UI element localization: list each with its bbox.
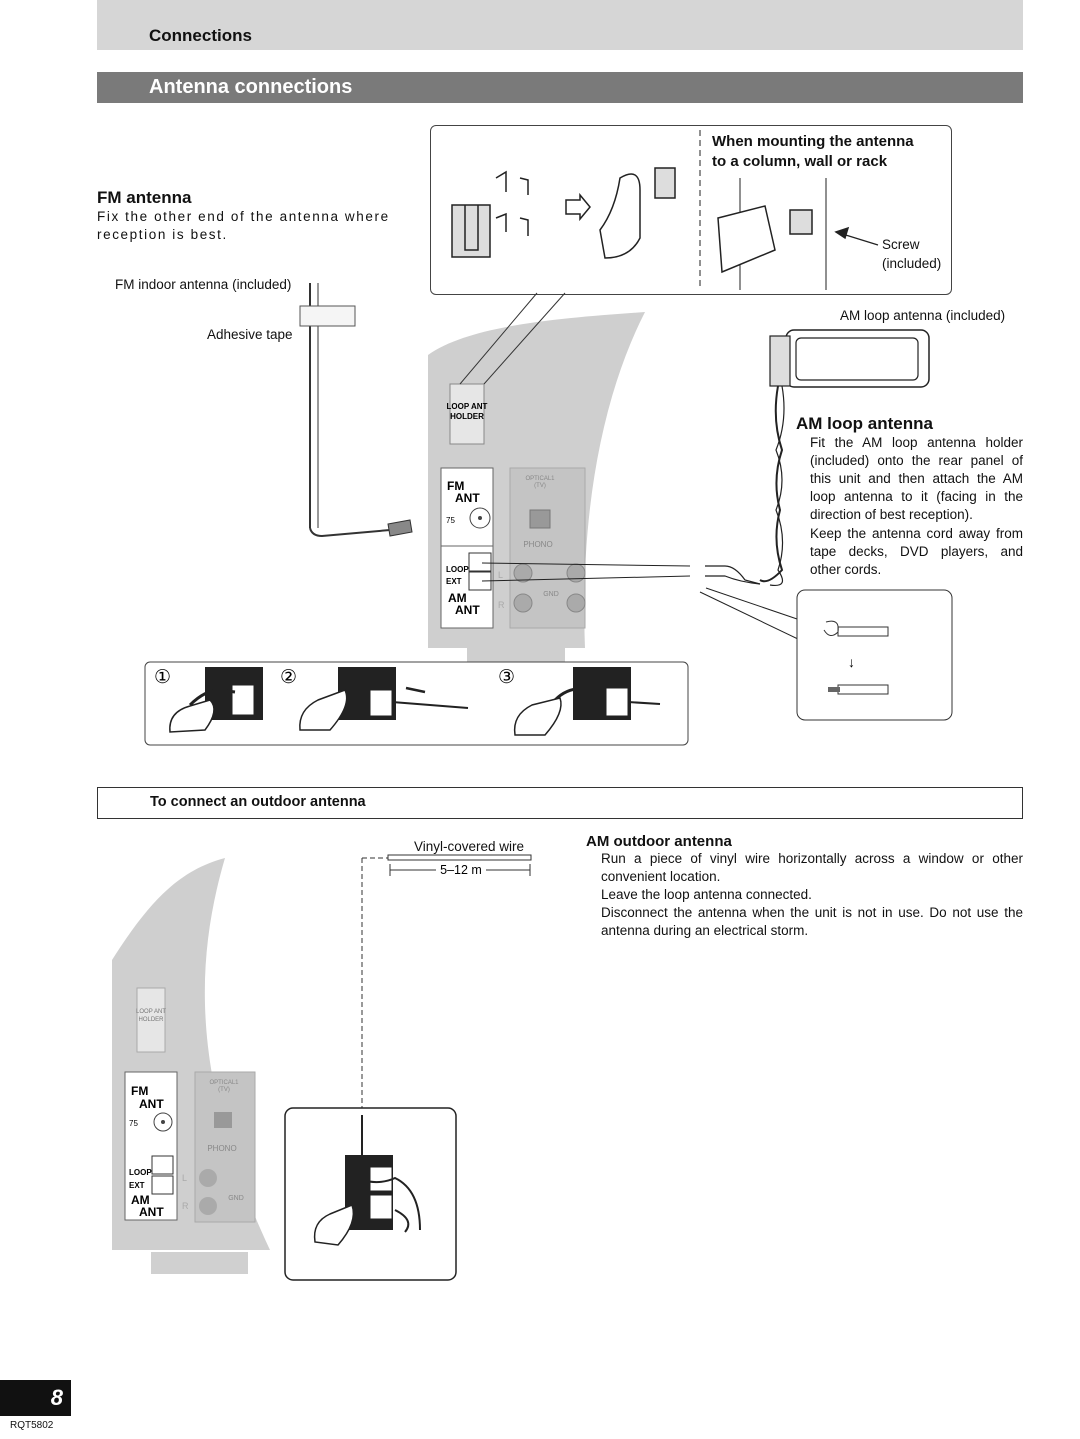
panel-am-label: AM — [448, 591, 467, 605]
panel-gnd-label: GND — [543, 591, 559, 598]
lower-fm-ant-label: ANT — [139, 1097, 164, 1111]
vinyl-wire-label: Vinyl-covered wire — [414, 839, 525, 854]
am-loop-text-2: Keep the antenna cord away from tape dec… — [810, 526, 1023, 577]
lower-gnd-label: GND — [228, 1195, 244, 1202]
panel-fm-label: FM — [447, 479, 464, 493]
am-loop-antenna — [481, 329, 930, 641]
lower-optical-label: OPTICAL1 — [209, 1080, 239, 1086]
step-3-marker: ③ — [498, 667, 515, 688]
am-outdoor-text-1: Run a piece of vinyl wire horizontally a… — [601, 851, 1023, 884]
loop-holder-label-1: LOOP ANT — [447, 402, 488, 411]
fm-indoor-label: FM indoor antenna (included) — [115, 277, 292, 292]
wire-length-label: 5–12 m — [440, 863, 482, 877]
terminal-steps: ① ② ③ — [144, 661, 689, 746]
am-loop-included-label: AM loop antenna (included) — [840, 308, 1006, 323]
panel-ohm-label: 75 — [446, 516, 455, 525]
panel-optical-label: OPTICAL1 — [525, 476, 555, 482]
outdoor-antenna-title: To connect an outdoor antenna — [150, 794, 366, 810]
fm-indoor-antenna — [299, 283, 413, 538]
page-number: 8 — [50, 1385, 63, 1410]
panel-tv-label: (TV) — [534, 483, 546, 489]
lower-tv-label: (TV) — [218, 1087, 230, 1093]
lower-fm-label: FM — [131, 1084, 148, 1098]
lower-am-ant-label: ANT — [139, 1205, 164, 1219]
outdoor-connection-detail — [284, 1107, 457, 1281]
panel-fm-ant-label: ANT — [455, 491, 480, 505]
mounting-inset — [430, 125, 952, 295]
wire-strip-detail: ↓ — [796, 589, 953, 721]
lower-l-label: L — [182, 1173, 187, 1183]
mounting-heading-line2: to a column, wall or rack — [712, 153, 888, 170]
screw-label: Screw (included) — [882, 235, 941, 273]
vinyl-wire — [361, 854, 532, 1110]
lower-ext-label: EXT — [129, 1181, 145, 1190]
section-header: Connections — [97, 0, 1023, 50]
lower-ohm-label: 75 — [129, 1119, 138, 1128]
adhesive-tape-label: Adhesive tape — [207, 327, 293, 342]
panel-am-ant-label: ANT — [455, 603, 480, 617]
document-code: RQT5802 — [10, 1420, 54, 1431]
am-loop-text-1: Fit the AM loop antenna holder (included… — [810, 435, 1023, 522]
am-outdoor-text-3: Disconnect the antenna when the unit is … — [601, 905, 1023, 938]
page-title-bar: Antenna connections — [97, 72, 1023, 103]
panel-l-label: L — [498, 570, 503, 580]
panel-loop-label: LOOP — [446, 565, 469, 574]
mounting-heading-line1: When mounting the antenna — [712, 133, 914, 150]
screw-label-line1: Screw — [882, 237, 920, 252]
fm-antenna-text: Fix the other end of the antenna where r… — [97, 209, 390, 242]
lower-phono-label: PHONO — [207, 1144, 236, 1153]
mounting-heading: When mounting the antenna to a column, w… — [712, 132, 914, 172]
holder-mounting-illustrations — [451, 130, 879, 290]
panel-phono-label: PHONO — [523, 540, 552, 549]
panel-ext-label: EXT — [446, 577, 462, 586]
lower-loop-label: LOOP — [129, 1168, 152, 1177]
step-2-marker: ② — [280, 667, 297, 688]
loop-holder-label-2: HOLDER — [450, 412, 484, 421]
panel-r-label: R — [498, 600, 505, 610]
rear-panel-upper: LOOP ANT HOLDER FM ANT 75 LOOP EXT AM AN… — [428, 312, 645, 662]
lower-loop-holder-label-2: HOLDER — [138, 1017, 164, 1023]
lower-loop-holder-label-1: LOOP ANT — [136, 1009, 166, 1015]
fm-antenna-heading: FM antenna — [97, 188, 192, 207]
am-outdoor-text-2: Leave the loop antenna connected. — [601, 887, 812, 902]
step-1-marker: ① — [154, 667, 171, 688]
rear-panel-lower: LOOP ANT HOLDER FM ANT 75 LOOP EXT AM AN… — [112, 858, 270, 1274]
am-outdoor-heading: AM outdoor antenna — [586, 833, 732, 850]
lower-am-label: AM — [131, 1193, 150, 1207]
section-title: Connections — [149, 26, 252, 45]
down-arrow-icon: ↓ — [848, 654, 855, 670]
page-number-box: 8 — [0, 1380, 71, 1416]
screw-label-line2: (included) — [882, 256, 942, 271]
am-loop-heading: AM loop antenna — [796, 414, 933, 433]
page-title: Antenna connections — [149, 76, 353, 98]
lower-r-label: R — [182, 1201, 189, 1211]
outdoor-antenna-bar: To connect an outdoor antenna — [97, 787, 1023, 819]
